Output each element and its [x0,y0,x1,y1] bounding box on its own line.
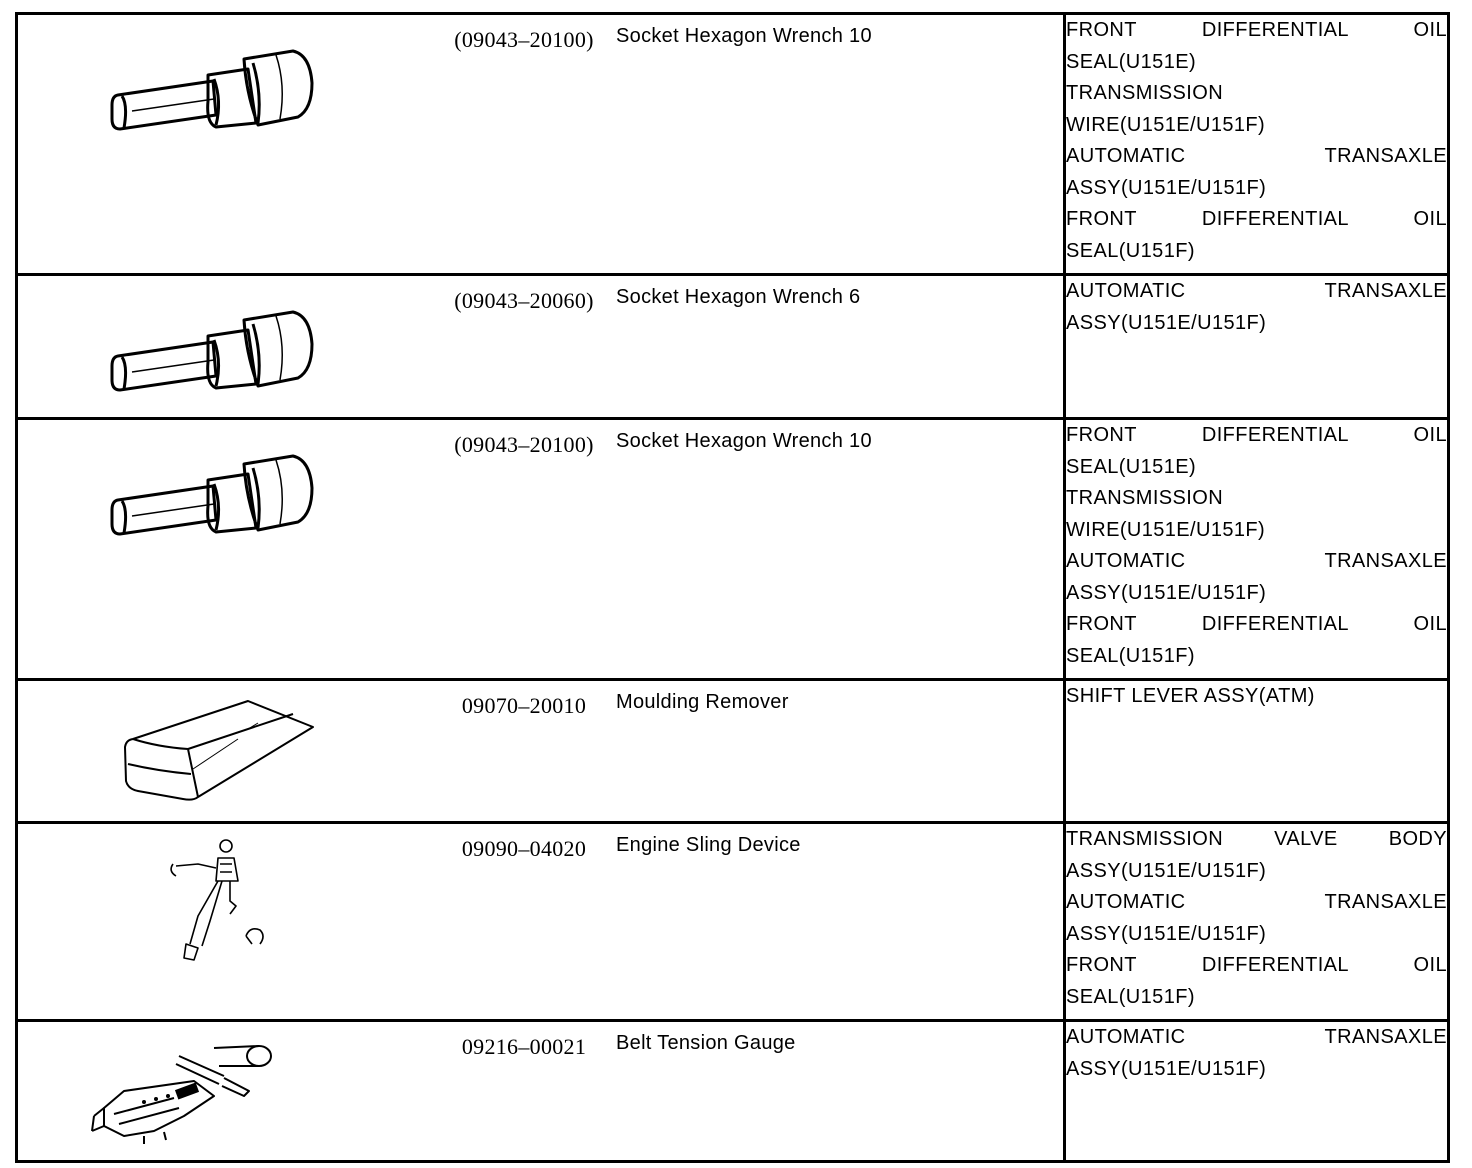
tool-name: Belt Tension Gauge [616,1032,796,1054]
usage-line: SEAL(U151F) [1066,985,1195,1008]
table-row: 09090–04020 Engine Sling Device TRANSMIS… [15,821,1450,1022]
part-number: 09090–04020 [461,836,587,861]
usage-line: WIRE(U151E/U151F) [1066,518,1266,541]
usage-cell: SHIFT LEVER ASSY(ATM) [1063,678,1450,824]
usage-line: ASSY(U151E/U151F) [1066,1057,1267,1080]
table-row: (09043–20100) Socket Hexagon Wrench 10 F… [15,417,1450,681]
usage-cell: TRANSMISSION VALVE BODY ASSY(U151E/U151F)… [1063,821,1450,1022]
part-number: 09216–00021 [461,1034,587,1059]
tool-name: Moulding Remover [616,691,789,713]
usage-line: AUTOMATIC TRANSAXLE [1066,550,1447,572]
tool-cell: (09043–20100) Socket Hexagon Wrench 10 [15,417,1066,681]
socket-hex-wrench-icon [98,438,338,548]
part-number: (09043–20060) [454,288,594,313]
usage-line: ASSY(U151E/U151F) [1066,311,1267,334]
usage-line: ASSY(U151E/U151F) [1066,176,1267,199]
usage-line: FRONT DIFFERENTIAL OIL [1066,954,1447,976]
part-number: (09043–20100) [454,27,594,52]
moulding-remover-icon [98,699,338,809]
socket-hex-wrench-icon [98,294,338,404]
part-number: (09043–20100) [454,432,594,457]
usage-line: SHIFT LEVER ASSY(ATM) [1066,685,1315,707]
usage-line: SEAL(U151E) [1066,455,1197,478]
usage-line: AUTOMATIC TRANSAXLE [1066,1026,1447,1048]
tool-name: Socket Hexagon Wrench 10 [616,430,872,452]
usage-line: FRONT DIFFERENTIAL OIL [1066,613,1447,635]
tool-cell: (09043–20060) Socket Hexagon Wrench 6 [15,273,1066,420]
special-tools-table: (09043–20100) Socket Hexagon Wrench 10 F… [15,12,1450,1163]
part-number: 09070–20010 [461,693,587,718]
tool-name: Engine Sling Device [616,834,801,856]
usage-line: ASSY(U151E/U151F) [1066,922,1267,945]
socket-hex-wrench-icon [98,33,338,143]
table-row: 09216–00021 Belt Tension Gauge AUTOMATIC… [15,1019,1450,1163]
table-row: (09043–20060) Socket Hexagon Wrench 6 AU… [15,273,1450,420]
usage-line: SEAL(U151F) [1066,239,1195,262]
usage-line: AUTOMATIC TRANSAXLE [1066,145,1447,167]
usage-line: SEAL(U151E) [1066,50,1197,73]
usage-line: SEAL(U151F) [1066,644,1195,667]
engine-sling-device-icon [158,836,398,966]
usage-line: FRONT DIFFERENTIAL OIL [1066,208,1447,230]
usage-line: AUTOMATIC TRANSAXLE [1066,891,1447,913]
usage-cell: FRONT DIFFERENTIAL OIL SEAL(U151E) TRANSM… [1063,417,1450,681]
usage-line: ASSY(U151E/U151F) [1066,859,1267,882]
tool-cell: 09216–00021 Belt Tension Gauge [15,1019,1066,1163]
usage-cell: FRONT DIFFERENTIAL OIL SEAL(U151E) TRANSM… [1063,12,1450,276]
tool-name: Socket Hexagon Wrench 6 [616,286,861,308]
table-row: (09043–20100) Socket Hexagon Wrench 10 F… [15,12,1450,276]
usage-line: ASSY(U151E/U151F) [1066,581,1267,604]
tool-cell: 09090–04020 Engine Sling Device [15,821,1066,1022]
usage-cell: AUTOMATIC TRANSAXLE ASSY(U151E/U151F) [1063,273,1450,420]
table-row: 09070–20010 Moulding Remover SHIFT LEVER… [15,678,1450,824]
usage-line: FRONT DIFFERENTIAL OIL [1066,424,1447,446]
usage-line: FRONT DIFFERENTIAL OIL [1066,19,1447,41]
tool-cell: (09043–20100) Socket Hexagon Wrench 10 [15,12,1066,276]
tool-name: Socket Hexagon Wrench 10 [616,25,872,47]
usage-line: TRANSMISSION VALVE BODY [1066,828,1447,850]
belt-tension-gauge-icon [84,1036,324,1146]
usage-line: AUTOMATIC TRANSAXLE [1066,280,1447,302]
usage-cell: AUTOMATIC TRANSAXLE ASSY(U151E/U151F) [1063,1019,1450,1163]
usage-line: WIRE(U151E/U151F) [1066,113,1266,136]
usage-line: TRANSMISSION [1066,487,1224,509]
usage-line: TRANSMISSION [1066,82,1224,104]
tool-cell: 09070–20010 Moulding Remover [15,678,1066,824]
